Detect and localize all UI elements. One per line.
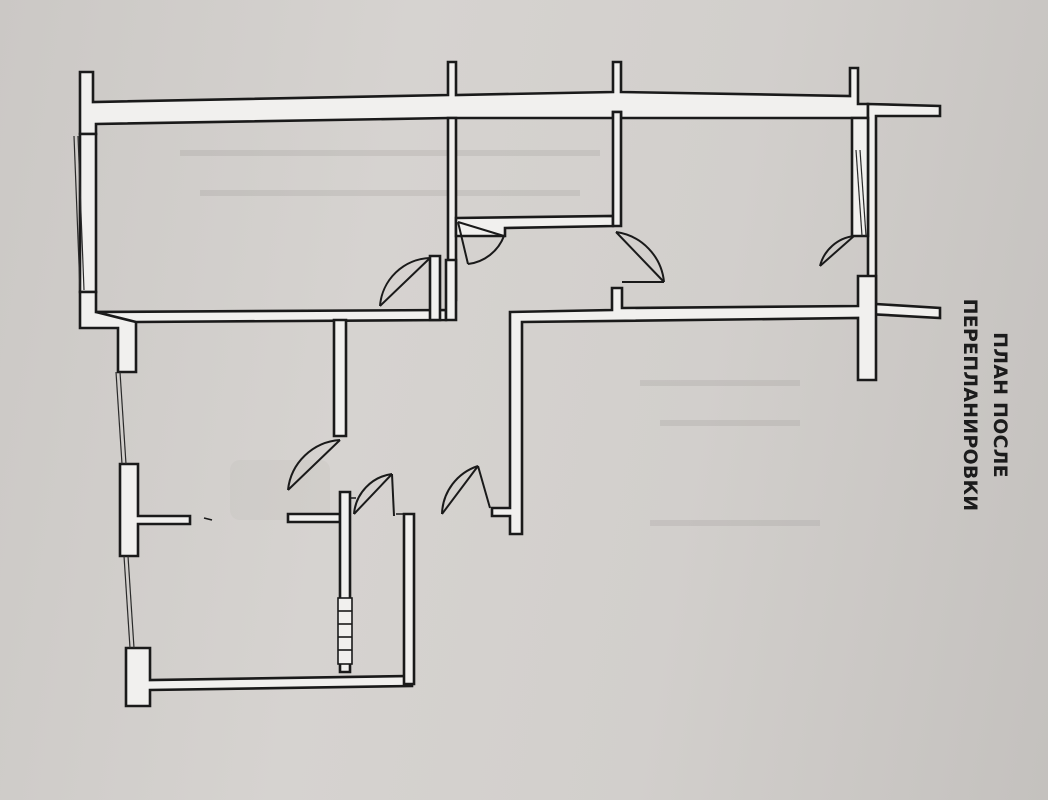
wall-balcony-pier [850, 116, 870, 238]
door-swing-icon [457, 221, 505, 265]
door-swing-icon [353, 473, 395, 517]
outer-wall-left [78, 132, 98, 294]
wall-room2-bottom-stub [286, 512, 342, 524]
door-swing-icon [615, 231, 665, 283]
wall-bath-top [454, 214, 615, 238]
window-icon [73, 135, 85, 291]
wall-stub-430 [428, 254, 442, 322]
doors [287, 221, 855, 517]
wall-stub-448-lower [444, 258, 458, 322]
small-marks [203, 497, 406, 521]
wall-partition-406 [402, 512, 416, 686]
door-swing-icon [819, 235, 855, 267]
window-icon [123, 555, 135, 649]
walls [78, 60, 942, 708]
wall-corridor-right [490, 274, 878, 536]
door-swing-icon [287, 439, 341, 491]
paper-texture [180, 150, 820, 526]
window-icon [115, 371, 127, 465]
balcony-rail [866, 102, 942, 320]
wall-room1-bottom [95, 308, 448, 324]
plan-title: ПЛАН ПОСЛЕ ПЕРЕПЛАНИРОВКИ [959, 298, 1011, 512]
outer-wall-left-pier-3 [124, 646, 414, 708]
wall-vertical-613 [611, 110, 623, 228]
door-swing-icon [441, 465, 491, 515]
windows [73, 135, 867, 649]
radiator-icon [337, 597, 353, 665]
outer-wall-left-pier-2 [118, 462, 192, 558]
outer-wall-left-pier-1 [78, 290, 138, 374]
wall-room2-right [332, 318, 348, 438]
outer-wall-top [78, 60, 870, 136]
door-swing-icon [379, 257, 431, 307]
window-icon [855, 149, 867, 237]
